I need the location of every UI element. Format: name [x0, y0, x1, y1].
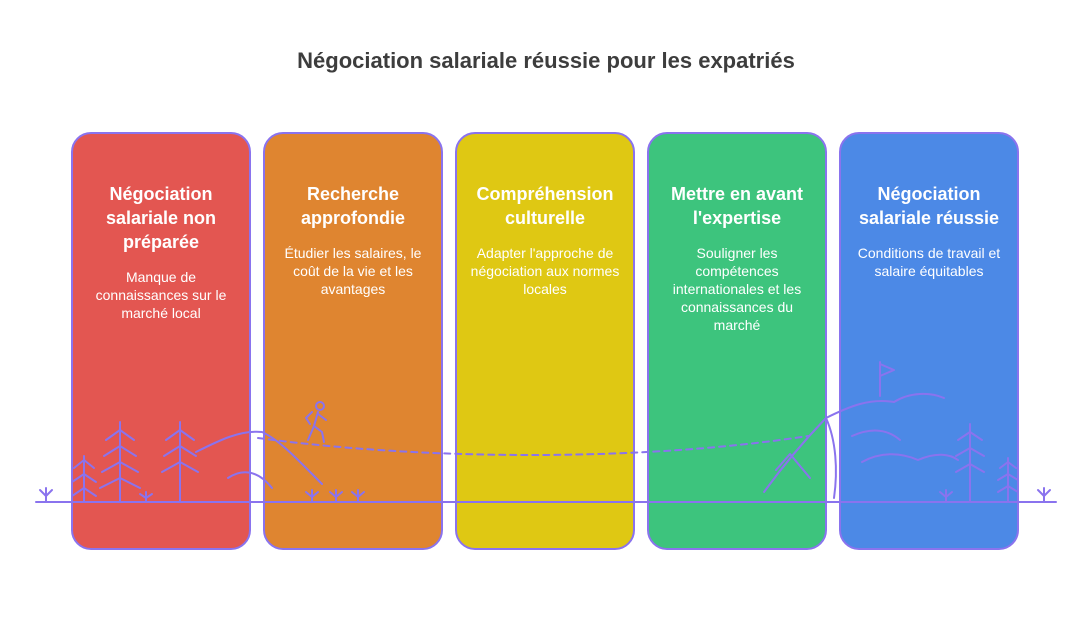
stage-description: Étudier les salaires, le coût de la vie … [284, 245, 422, 297]
pine-tree-icon [71, 455, 97, 503]
pine-tree-icon [997, 457, 1019, 503]
stage-description: Manque de connaissances sur le marché lo… [95, 269, 227, 321]
stage-title: Compréhension culturelle [476, 184, 614, 228]
pine-tree-icon [161, 421, 199, 503]
grass-sprout-icon [351, 489, 365, 503]
stage-card-unprepared: Négociation salariale non préparée Manqu… [71, 132, 251, 550]
stage-title: Mettre en avant l'expertise [670, 184, 804, 228]
stage-description: Conditions de travail et salaire équitab… [857, 245, 1001, 279]
page-title: Négociation salariale réussie pour les e… [297, 48, 795, 73]
stage-card-culture: Compréhension culturelle Adapter l'appro… [455, 132, 635, 550]
grass-sprout-icon [939, 489, 953, 503]
grass-sprout-icon [1037, 487, 1051, 503]
flag-icon [879, 363, 895, 377]
mountain-icon [227, 471, 273, 489]
stage-card-success: Négociation salariale réussie Conditions… [839, 132, 1019, 550]
hiker-icon [305, 401, 327, 443]
grass-sprout-icon [305, 489, 319, 503]
mountain-icon [861, 453, 959, 463]
mountain-icon [195, 430, 323, 485]
mountain-icon [775, 453, 811, 479]
grass-sprout-icon [139, 491, 153, 503]
stage-title: Négociation salariale non préparée [105, 184, 217, 252]
mountain-icon [825, 392, 945, 419]
grass-sprout-icon [329, 489, 343, 503]
mountain-icon [763, 417, 837, 499]
stage-description: Adapter l'approche de négociation aux no… [470, 245, 620, 297]
stage-title: Recherche approfondie [301, 184, 405, 228]
grass-sprout-icon [39, 487, 53, 503]
stage-card-research: Recherche approfondie Étudier les salair… [263, 132, 443, 550]
mountain-icon [851, 429, 901, 441]
stage-title: Négociation salariale réussie [858, 184, 1000, 228]
dashed-trail [257, 435, 809, 456]
stage-card-expertise: Mettre en avant l'expertise Souligner le… [647, 132, 827, 550]
pine-tree-icon [955, 423, 985, 503]
stage-description: Souligner les compétences internationale… [672, 245, 802, 333]
pine-tree-icon [99, 421, 141, 503]
